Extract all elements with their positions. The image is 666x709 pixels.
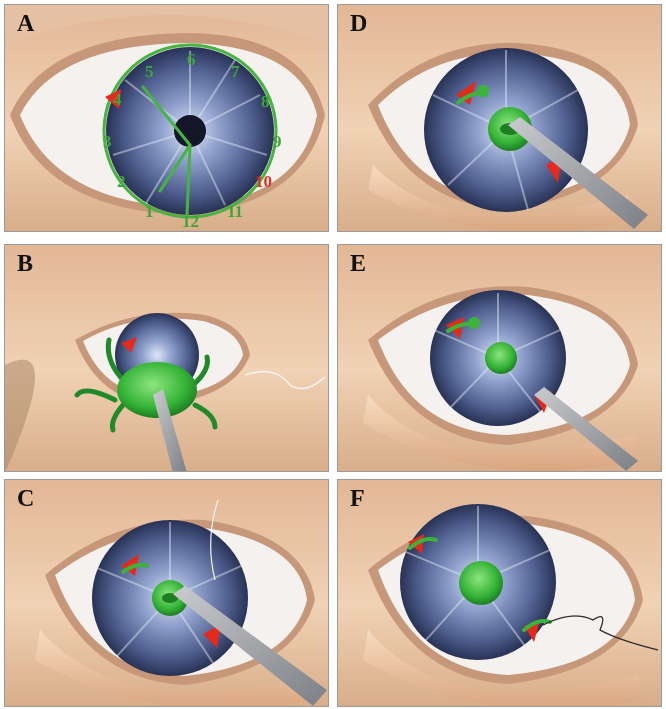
svg-text:9: 9 xyxy=(273,132,282,151)
eye-illustration-f xyxy=(338,480,662,707)
svg-text:7: 7 xyxy=(231,62,240,81)
iris-implant xyxy=(485,342,517,374)
panel-d: D xyxy=(337,4,662,232)
panel-label-e: E xyxy=(350,251,366,278)
svg-text:5: 5 xyxy=(145,62,154,81)
panel-c: C xyxy=(4,479,329,707)
svg-text:6: 6 xyxy=(187,50,196,69)
panel-f: F xyxy=(337,479,662,707)
svg-text:1: 1 xyxy=(145,202,154,221)
svg-text:4: 4 xyxy=(113,90,122,109)
eye-illustration-d xyxy=(338,5,662,232)
panel-e: E xyxy=(337,244,662,472)
svg-text:12: 12 xyxy=(182,212,199,231)
svg-text:8: 8 xyxy=(261,92,270,111)
panel-label-d: D xyxy=(350,11,367,38)
panel-label-a: A xyxy=(17,11,34,38)
panel-b: B xyxy=(4,244,329,472)
iris-implant xyxy=(459,561,503,605)
svg-text:10: 10 xyxy=(255,172,272,191)
svg-text:3: 3 xyxy=(103,132,112,151)
eye-illustration-b xyxy=(5,245,329,472)
svg-text:2: 2 xyxy=(117,172,126,191)
panel-label-f: F xyxy=(350,486,365,513)
eye-illustration-e xyxy=(338,245,662,472)
svg-text:11: 11 xyxy=(227,202,243,221)
eye-illustration-c xyxy=(5,480,329,707)
panel-a: 12 1 2 3 4 5 6 7 8 9 10 11 A xyxy=(4,4,329,232)
panel-label-c: C xyxy=(17,486,34,513)
panel-label-b: B xyxy=(17,251,33,278)
eye-illustration-a: 12 1 2 3 4 5 6 7 8 9 10 11 xyxy=(5,5,329,232)
